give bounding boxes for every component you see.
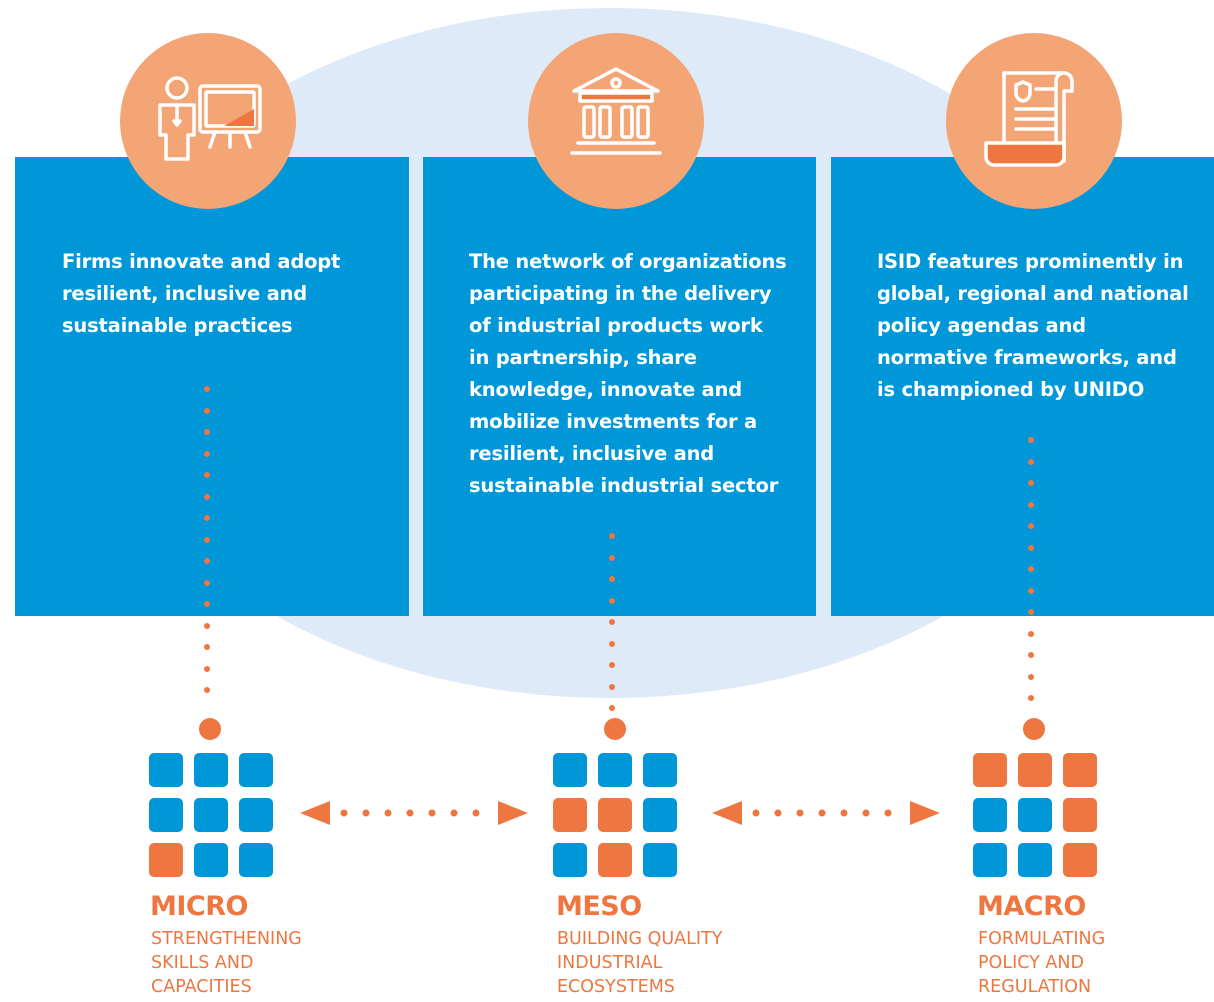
grid-square-blue xyxy=(553,753,587,787)
meso-panel-text: The network of organizations participati… xyxy=(469,250,787,497)
connector-dot xyxy=(204,580,210,586)
connector-dot xyxy=(609,705,615,711)
meso-title: MESO xyxy=(556,891,642,922)
connector-dot xyxy=(1028,545,1034,551)
connector-dot xyxy=(609,576,615,582)
grid-square-blue xyxy=(1018,843,1052,877)
macro-title: MACRO xyxy=(977,891,1086,922)
grid-square-blue xyxy=(598,753,632,787)
grid-square-orange xyxy=(553,798,587,832)
connector-dot xyxy=(609,684,615,690)
connector-dot xyxy=(204,601,210,607)
connector-dot xyxy=(204,386,210,392)
grid-square-blue xyxy=(194,798,228,832)
presenter-board-icon xyxy=(120,33,296,209)
connector-dot xyxy=(204,687,210,693)
grid-square-blue xyxy=(643,798,677,832)
connector-dot xyxy=(1028,695,1034,701)
grid-square-blue xyxy=(643,753,677,787)
grid-square-blue xyxy=(194,843,228,877)
connector-dot xyxy=(609,533,615,539)
macro-connector-end xyxy=(1023,718,1045,740)
connector-dot xyxy=(1028,437,1034,443)
connector-dot xyxy=(1028,502,1034,508)
grid-square-orange xyxy=(1063,843,1097,877)
connector-dot xyxy=(609,619,615,625)
micro-meso-double-arrow xyxy=(300,801,528,825)
connector-dot xyxy=(204,666,210,672)
connector-dot xyxy=(204,537,210,543)
grid-square-orange xyxy=(149,843,183,877)
grid-square-orange xyxy=(1063,753,1097,787)
connector-dot xyxy=(204,408,210,414)
grid-square-blue xyxy=(973,798,1007,832)
connector-dot xyxy=(1028,674,1034,680)
grid-square-orange xyxy=(973,753,1007,787)
meso-macro-double-arrow xyxy=(712,801,940,825)
meso-connector-end xyxy=(604,718,626,740)
grid-square-orange xyxy=(1018,753,1052,787)
grid-square-blue xyxy=(1018,798,1052,832)
grid-square-orange xyxy=(598,798,632,832)
connector-dot xyxy=(1028,652,1034,658)
connector-dot xyxy=(204,429,210,435)
policy-scroll-icon xyxy=(946,33,1122,209)
grid-square-blue xyxy=(149,753,183,787)
connector-dot xyxy=(204,623,210,629)
connector-dot xyxy=(204,515,210,521)
connector-dot xyxy=(1028,480,1034,486)
connector-dot xyxy=(204,558,210,564)
micro-panel-text: Firms innovate and adopt resilient, incl… xyxy=(62,250,341,337)
connector-dot xyxy=(204,451,210,457)
grid-square-blue xyxy=(194,753,228,787)
grid-square-orange xyxy=(598,843,632,877)
micro-subtitle: STRENGTHENING SKILLS AND CAPACITIES xyxy=(151,929,302,997)
connector-dot xyxy=(1028,523,1034,529)
grid-square-blue xyxy=(149,798,183,832)
connector-dot xyxy=(609,555,615,561)
macro-panel-text: ISID features prominently in global, reg… xyxy=(877,250,1189,401)
grid-square-blue xyxy=(553,843,587,877)
connector-dot xyxy=(609,662,615,668)
connector-dot xyxy=(204,472,210,478)
connector-dot xyxy=(609,641,615,647)
macro-subtitle: FORMULATING POLICY AND REGULATION xyxy=(978,929,1106,997)
connector-dot xyxy=(1028,609,1034,615)
grid-square-blue xyxy=(239,843,273,877)
micro-title: MICRO xyxy=(150,891,248,922)
connector-dot xyxy=(609,598,615,604)
connector-dot xyxy=(204,494,210,500)
micro-connector-end xyxy=(199,718,221,740)
connector-dot xyxy=(1028,566,1034,572)
connector-dot xyxy=(204,644,210,650)
meso-panel: The network of organizations participati… xyxy=(423,157,816,616)
grid-square-blue xyxy=(239,753,273,787)
macro-panel: ISID features prominently in global, reg… xyxy=(831,157,1214,616)
connector-dot xyxy=(1028,459,1034,465)
institution-building-icon xyxy=(528,33,704,209)
micro-panel: Firms innovate and adopt resilient, incl… xyxy=(15,157,409,616)
connector-dot xyxy=(1028,588,1034,594)
grid-square-orange xyxy=(1063,798,1097,832)
grid-square-blue xyxy=(239,798,273,832)
grid-square-blue xyxy=(973,843,1007,877)
grid-square-blue xyxy=(643,843,677,877)
connector-dot xyxy=(1028,631,1034,637)
meso-subtitle: BUILDING QUALITY INDUSTRIAL ECOSYSTEMS xyxy=(557,929,723,997)
